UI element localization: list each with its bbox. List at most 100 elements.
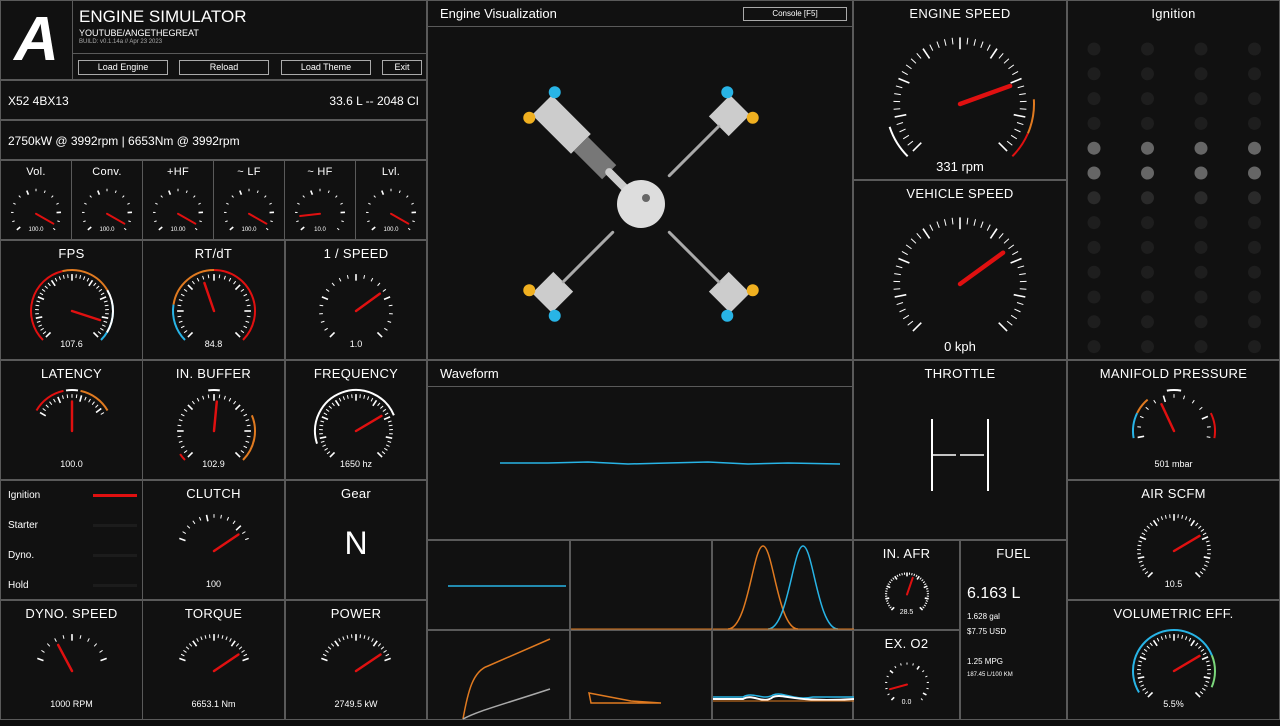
gauge-tick xyxy=(1018,266,1024,268)
gauge-tick xyxy=(324,413,327,415)
gauge-tick xyxy=(897,303,903,305)
gauge-tick xyxy=(246,316,250,317)
gauge-tick xyxy=(184,451,187,453)
gauge-tick xyxy=(56,203,58,204)
gauge-dial xyxy=(1124,627,1224,707)
gauge-value: 2749.5 kW xyxy=(286,699,426,709)
gauge-tick xyxy=(202,396,203,400)
ignition-indicator[interactable] xyxy=(93,494,137,497)
gear-value: N xyxy=(286,525,426,562)
gauge-tick xyxy=(335,641,339,646)
gauge-tick xyxy=(894,94,901,95)
ignition-dot xyxy=(1248,167,1261,180)
gauge-tick xyxy=(1181,515,1182,519)
gauge-tick xyxy=(57,221,59,222)
ignition-dot xyxy=(1088,67,1101,80)
gauge-dial xyxy=(1124,387,1224,467)
gauge-tick xyxy=(923,49,930,59)
gauge-tick xyxy=(386,437,392,438)
exit-button[interactable]: Exit xyxy=(382,60,422,75)
gauge-tick xyxy=(1142,688,1145,690)
gauge-tick xyxy=(269,203,271,204)
gauge-tick xyxy=(225,221,227,222)
gauge-tick xyxy=(35,305,39,306)
gauge-tick xyxy=(1012,71,1018,74)
gauge-tick xyxy=(1200,649,1203,651)
gauge-tick xyxy=(1195,643,1197,646)
gauge-tick xyxy=(243,446,246,448)
gauge-dial xyxy=(164,507,264,587)
dyno-indicator[interactable] xyxy=(93,554,137,557)
divider xyxy=(428,26,852,27)
gauge-tick xyxy=(219,395,220,399)
gauge-tick xyxy=(155,203,157,204)
ignition-dot xyxy=(1088,43,1101,56)
gauge-tick xyxy=(197,278,199,281)
gauge-value: 100.0 xyxy=(1,459,142,469)
throttle-indicator[interactable] xyxy=(854,391,1068,541)
gauge-tick xyxy=(92,402,94,405)
gauge-tick xyxy=(231,641,235,646)
gauge-tick xyxy=(1206,545,1210,546)
gauge-tick xyxy=(181,326,184,328)
engine-displacement: 33.6 L -- 2048 CI xyxy=(329,94,419,108)
gauge-tick xyxy=(1142,568,1145,570)
starter-indicator[interactable] xyxy=(93,524,137,527)
gauge-needle xyxy=(204,283,214,311)
ignition-dot xyxy=(1195,142,1208,155)
gauge-label: FREQUENCY xyxy=(286,366,426,381)
ignition-dot xyxy=(1248,315,1261,328)
gauge-tick xyxy=(323,654,326,656)
load-theme-button[interactable]: Load Theme xyxy=(281,60,371,75)
ignition-dot xyxy=(1195,167,1208,180)
gauge-needle xyxy=(72,311,100,320)
gauge-tick xyxy=(1157,638,1159,641)
gauge-tick xyxy=(895,115,907,117)
gauge-needle xyxy=(300,214,320,216)
gauge-value: 331 rpm xyxy=(854,159,1066,174)
gauge-tick xyxy=(1202,533,1205,535)
gauge-tick xyxy=(896,266,902,268)
gauge-value: 84.8 xyxy=(143,339,284,349)
reload-button[interactable]: Reload xyxy=(179,60,269,75)
gauge-tick xyxy=(999,143,1007,151)
gauge-tick xyxy=(374,196,376,198)
gauge-label: IN. AFR xyxy=(854,546,959,561)
gauge-tick xyxy=(923,605,925,606)
gauge-tick xyxy=(364,635,365,639)
gauge-tick xyxy=(329,406,332,409)
gauge-tick xyxy=(885,598,889,599)
hold-indicator[interactable] xyxy=(93,584,137,587)
gauge-tick xyxy=(371,278,373,281)
gauge-tick xyxy=(1189,638,1191,641)
gauge-tick xyxy=(330,332,335,337)
gauge-tick xyxy=(1139,537,1145,540)
gauge-value: 10.5 xyxy=(1068,579,1279,589)
console-button[interactable]: Console [F5] xyxy=(743,7,847,21)
gauge-tick xyxy=(911,239,916,244)
load-engine-button[interactable]: Load Engine xyxy=(78,60,168,75)
gauge-tick xyxy=(1185,636,1186,639)
gauge-tick xyxy=(179,538,185,540)
gauge-tick xyxy=(919,578,920,580)
gauge-tick xyxy=(1008,245,1013,249)
gauge-tick xyxy=(1147,692,1152,697)
gauge-tick xyxy=(243,414,246,416)
ignition-title: Ignition xyxy=(1068,6,1279,21)
gauge-tick xyxy=(181,294,184,296)
gauge-needle xyxy=(36,214,53,224)
gauge-tick xyxy=(1203,677,1209,678)
gauge-tick xyxy=(183,650,186,652)
ignition-dot xyxy=(1248,266,1261,279)
ignition-dot xyxy=(1088,216,1101,229)
gauge-tick xyxy=(894,289,901,290)
gauge-tick xyxy=(1161,636,1162,639)
gauge-tick xyxy=(937,42,939,48)
gauge-needle xyxy=(960,253,1003,284)
gauge-tick xyxy=(1008,65,1013,69)
